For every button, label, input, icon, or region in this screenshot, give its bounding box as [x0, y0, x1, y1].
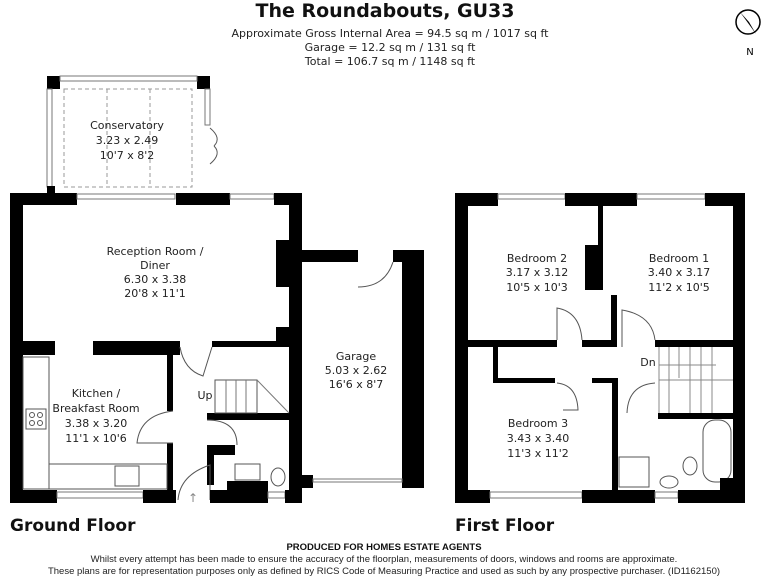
produced-by: PRODUCED FOR HOMES ESTATE AGENTS [286, 542, 481, 553]
svg-text:Garage: Garage [336, 350, 377, 363]
svg-text:Bedroom 1: Bedroom 1 [649, 252, 709, 265]
north-arrow-icon: N [735, 9, 761, 58]
svg-text:Reception Room /: Reception Room / [107, 245, 204, 258]
total-area: Total = 106.7 sq m / 1148 sq ft [304, 55, 476, 68]
svg-text:Breakfast Room: Breakfast Room [52, 402, 139, 415]
ground-floor-plan: Up ↑ [10, 75, 424, 505]
svg-text:Diner: Diner [140, 259, 170, 272]
svg-text:3.23 x 2.49: 3.23 x 2.49 [96, 134, 159, 147]
room-label-garage: Garage 5.03 x 2.62 16'6 x 8'7 [325, 350, 388, 391]
first-stairs: Dn [640, 347, 733, 413]
svg-text:11'1 x 10'6: 11'1 x 10'6 [65, 432, 127, 445]
room-label-bedroom-1: Bedroom 1 3.40 x 3.17 11'2 x 10'5 [648, 252, 711, 294]
basin-icon [234, 463, 261, 481]
room-label-bedroom-3: Bedroom 3 3.43 x 3.40 11'3 x 11'2 [507, 417, 570, 460]
disclaimer-2: These plans are for representation purpo… [48, 566, 720, 576]
bath-icon [702, 419, 732, 483]
svg-text:3.38 x 3.20: 3.38 x 3.20 [65, 417, 128, 430]
sink-icon [114, 465, 140, 487]
svg-text:11'2 x 10'5: 11'2 x 10'5 [648, 281, 710, 294]
first-floor-label: First Floor [455, 516, 555, 536]
svg-text:11'3 x 11'2: 11'3 x 11'2 [507, 447, 569, 460]
ground-stairs: Up [197, 379, 290, 414]
svg-text:10'7 x 8'2: 10'7 x 8'2 [100, 149, 155, 162]
svg-text:16'6 x 8'7: 16'6 x 8'7 [329, 378, 384, 391]
svg-text:6.30 x 3.38: 6.30 x 3.38 [124, 273, 187, 286]
toilet-icon [270, 467, 286, 487]
basin-icon [659, 475, 679, 489]
svg-text:20'8 x 11'1: 20'8 x 11'1 [124, 287, 186, 300]
garage-area: Garage = 12.2 sq m / 131 sq ft [305, 41, 476, 54]
hob-icon [25, 408, 47, 430]
svg-text:Bedroom 2: Bedroom 2 [507, 252, 567, 265]
toilet-icon [682, 456, 698, 476]
svg-text:3.40 x 3.17: 3.40 x 3.17 [648, 266, 711, 279]
gross-area: Approximate Gross Internal Area = 94.5 s… [232, 27, 550, 40]
stairs-down-label: Dn [640, 356, 655, 369]
svg-text:3.17 x 3.12: 3.17 x 3.12 [506, 266, 569, 279]
compass-label: N [746, 47, 753, 58]
stairs-up-label: Up [197, 389, 212, 402]
plan-title: The Roundabouts, GU33 [255, 0, 514, 22]
room-label-bedroom-2: Bedroom 2 3.17 x 3.12 10'5 x 10'3 [506, 252, 569, 294]
disclaimer-1: Whilst every attempt has been made to en… [91, 554, 678, 565]
garage [302, 250, 424, 488]
svg-text:5.03 x 2.62: 5.03 x 2.62 [325, 364, 388, 377]
svg-text:Conservatory: Conservatory [90, 119, 164, 132]
first-floor-plan: Dn Bedroom 2 3.17 x 3.12 10'5 x 10'3 Bed… [455, 193, 745, 503]
shower-icon [618, 456, 650, 488]
ground-floor-label: Ground Floor [10, 516, 136, 536]
room-label-reception: Reception Room / Diner 6.30 x 3.38 20'8 … [107, 245, 204, 300]
svg-text:Kitchen /: Kitchen / [72, 387, 121, 400]
conservatory [46, 75, 218, 193]
svg-text:3.43 x 3.40: 3.43 x 3.40 [507, 432, 570, 445]
entrance-arrow-icon: ↑ [188, 491, 198, 505]
svg-text:10'5 x 10'3: 10'5 x 10'3 [506, 281, 568, 294]
room-label-conservatory: Conservatory 3.23 x 2.49 10'7 x 8'2 [90, 119, 164, 162]
svg-text:Bedroom 3: Bedroom 3 [508, 417, 568, 430]
room-label-kitchen: Kitchen / Breakfast Room 3.38 x 3.20 11'… [52, 387, 139, 445]
